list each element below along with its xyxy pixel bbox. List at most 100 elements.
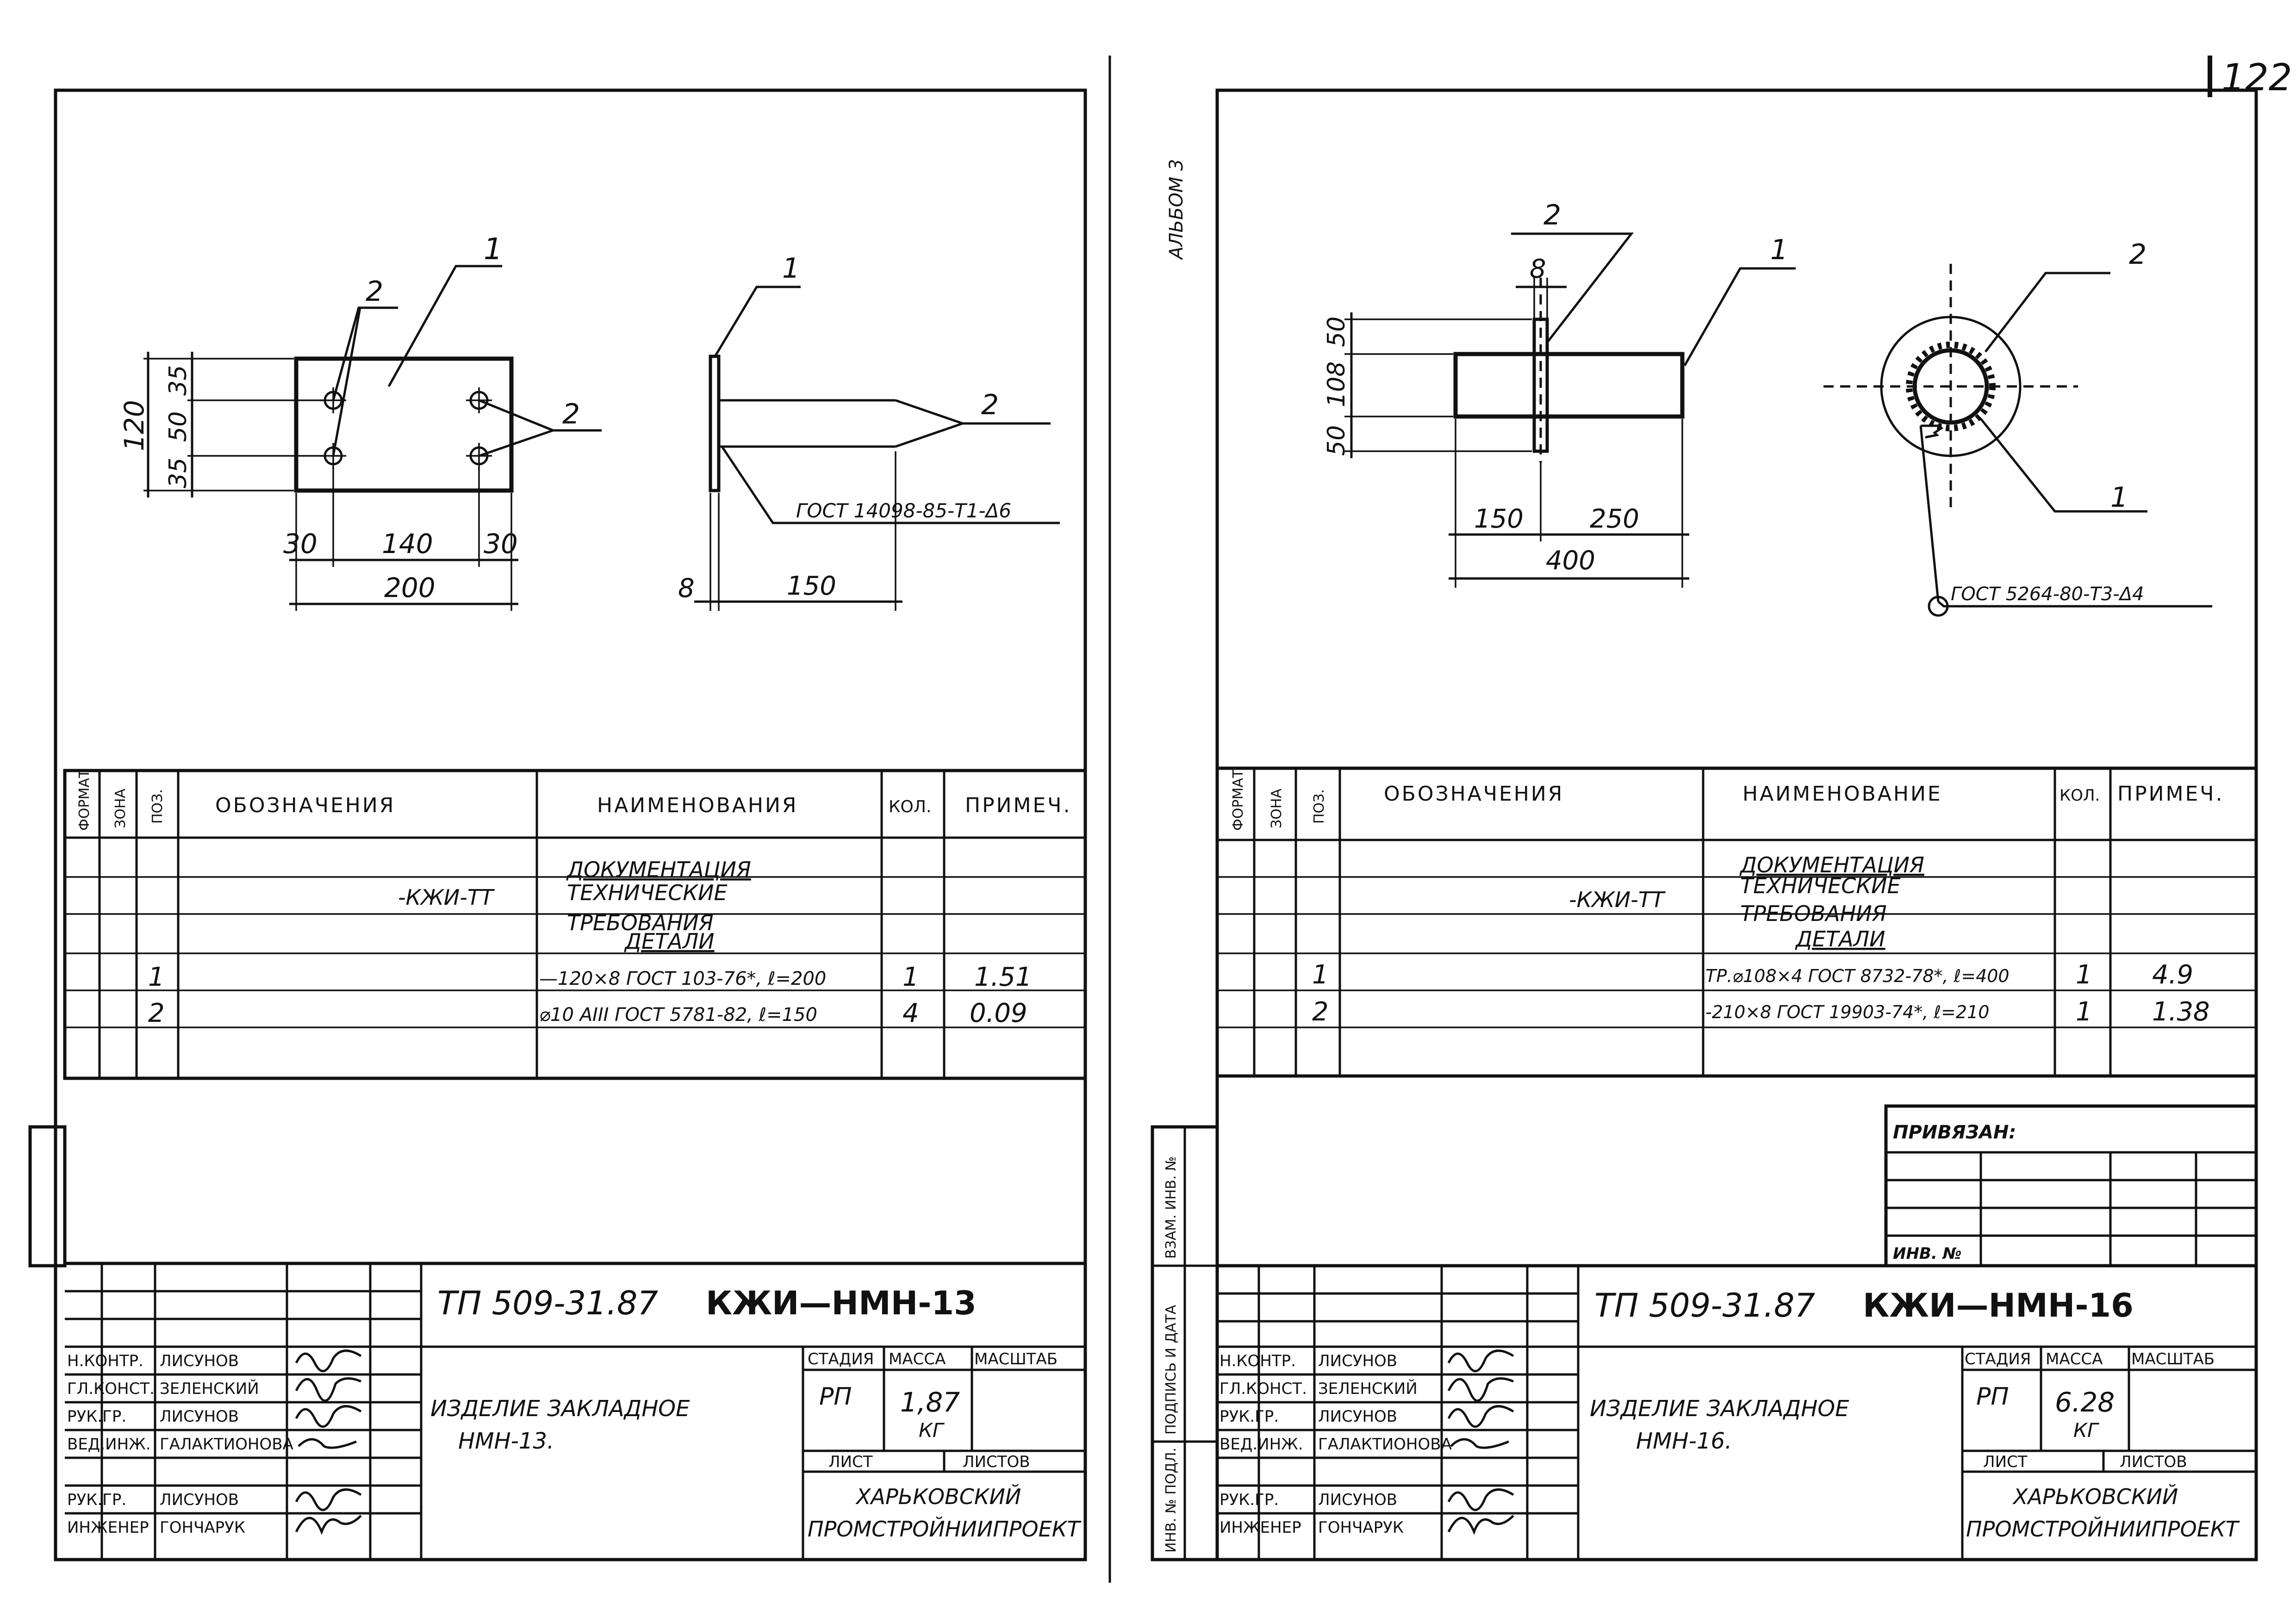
right-name-0: ЛИСУНОВ — [1318, 1352, 1397, 1370]
left-hdr-qty: КОЛ. — [889, 797, 931, 816]
left-sheet: 1 2 2 120 35 50 35 30 140 — [28, 88, 1087, 1561]
right-end-view: 2 1 ГОСТ 5264-80-Т3-Δ4 — [1823, 238, 2212, 617]
right-stage: РП — [1976, 1383, 2009, 1411]
left-dim-50: 50 — [164, 411, 192, 442]
left-hdr-name: НАИМЕНОВАНИЯ — [597, 794, 798, 817]
spec-row: 1 —120×8 ГОСТ 103-76*, ℓ=200 1 1.51 — [148, 962, 1032, 992]
left-role-5: ИНЖЕНЕР — [67, 1518, 149, 1537]
spec-row: 1 ТР.⌀108×4 ГОСТ 8732-78*, ℓ=400 1 4.9 — [1312, 960, 2193, 990]
binding-inv-label: ИНВ. № — [1893, 1244, 1961, 1263]
right-role-3: ВЕД.ИНЖ. — [1220, 1435, 1303, 1454]
left-name-0: ЛИСУНОВ — [160, 1352, 239, 1370]
left-row2-qty: 4 — [902, 998, 919, 1028]
end-leader-2 — [1985, 272, 2110, 353]
left-row2-name: ⌀10 AIII ГОСТ 5781-82, ℓ=150 — [539, 1004, 817, 1026]
left-mass-label: МАССА — [889, 1350, 946, 1368]
right-doc-number: ТП 509-31.87 — [1594, 1287, 1815, 1325]
left-plate-edge — [709, 354, 721, 492]
left-row1-pos: 1 — [148, 962, 165, 992]
right-row1-qty: 1 — [2076, 960, 2092, 990]
left-dim-30-right: 30 — [484, 528, 518, 560]
signature-roles: Н.КОНТР. ЛИСУНОВ ГЛ.КОНСТ. ЗЕЛЕНСКИЙ РУК… — [1220, 1352, 1452, 1537]
signature-mark — [295, 1515, 362, 1535]
left-role-0: Н.КОНТР. — [67, 1352, 143, 1370]
weld-all-around-mark — [1928, 596, 1949, 617]
right-dim-50-top: 50 — [1323, 317, 1350, 347]
side-stamp-inv-orig: ИНВ. № ПОДЛ. — [1163, 1448, 1179, 1553]
left-role-2: РУК.ГР. — [67, 1407, 126, 1426]
left-dim-8: 8 — [678, 573, 695, 603]
right-leader-end-1: 1 — [2110, 481, 2128, 514]
right-pipe — [1453, 352, 1685, 419]
right-dim-250: 250 — [1590, 504, 1639, 534]
left-product-name-1: ИЗДЕЛИЕ ЗАКЛАДНОЕ — [430, 1396, 690, 1422]
signature-roles: Н.КОНТР. ЛИСУНОВ ГЛ.КОНСТ. ЗЕЛЕНСКИЙ РУК… — [67, 1352, 293, 1537]
right-mass-label: МАССА — [2046, 1350, 2103, 1368]
side-stamp: ВЗАМ. ИНВ. № ПОДПИСЬ И ДАТА ИНВ. № ПОДЛ. — [1151, 1125, 1219, 1561]
left-tech-line2: ТРЕБОВАНИЯ — [567, 910, 714, 935]
end-leader-1 — [1980, 418, 2147, 513]
signature-mark — [295, 1377, 361, 1402]
left-dim-30-left: 30 — [283, 528, 317, 560]
weld-leader-vertical — [1919, 425, 1940, 602]
left-dim-35-top: 35 — [164, 365, 192, 396]
leader-line-2 — [1511, 232, 1634, 343]
left-role-1: ГЛ.КОНСТ. — [67, 1380, 155, 1398]
right-spec-table: ФОРМАТ ЗОНА ПОЗ. ОБОЗНАЧЕНИЯ НАИМЕНОВАНИ… — [1215, 766, 2258, 1078]
binding-label: ПРИВЯЗАН: — [1893, 1122, 2016, 1143]
left-row1-qty: 1 — [902, 962, 919, 992]
right-name-1: ЗЕЛЕНСКИЙ — [1318, 1379, 1418, 1398]
left-frame — [54, 88, 1087, 1561]
left-hdr-note: ПРИМЕЧ. — [965, 794, 1071, 817]
left-name-1: ЗЕЛЕНСКИЙ — [160, 1379, 259, 1398]
right-product-name-1: ИЗДЕЛИЕ ЗАКЛАДНОЕ — [1590, 1396, 1849, 1422]
right-leader-end-2: 2 — [2129, 238, 2147, 271]
leader-line-2a — [332, 306, 398, 401]
right-pipe-view: 8 2 1 50 108 50 150 250 400 — [1323, 199, 1796, 588]
right-role-5: ИНЖЕНЕР — [1220, 1518, 1301, 1537]
right-stage-label: СТАДИЯ — [1965, 1350, 2031, 1368]
left-anchor-holes — [320, 387, 492, 469]
left-leader-2b: 2 — [562, 398, 580, 430]
right-dim-150: 150 — [1474, 504, 1524, 534]
leader-line-1 — [1683, 267, 1796, 367]
signatures — [295, 1349, 362, 1535]
left-name-5: ГОНЧАРУК — [160, 1518, 245, 1537]
left-role-3: ВЕД.ИНЖ. — [67, 1435, 151, 1454]
right-dim-50-bottom: 50 — [1323, 425, 1350, 456]
left-role-4: РУК.ГР. — [67, 1491, 126, 1509]
signature-mark — [1447, 1515, 1514, 1535]
right-hdr-zone: ЗОНА — [1269, 789, 1285, 828]
spec-row: 2 -210×8 ГОСТ 19903-74*, ℓ=210 1 1.38 — [1312, 997, 2210, 1027]
signature-mark — [1447, 1349, 1514, 1373]
right-row1-note: 4.9 — [2152, 960, 2193, 990]
anchor-leader — [895, 399, 1051, 425]
end-view-pipe — [1912, 348, 1989, 425]
binding-block: ПРИВЯЗАН: ИНВ. № — [1884, 1104, 2258, 1268]
left-hdr-pos: ПОЗ. — [149, 789, 166, 824]
spec-row: 2 ⌀10 AIII ГОСТ 5781-82, ℓ=150 4 0.09 — [148, 998, 1027, 1028]
left-weld-note: ГОСТ 14098-85-Т1-Δ6 — [796, 499, 1011, 522]
left-dim-150: 150 — [787, 571, 836, 601]
signature-mark — [298, 1438, 357, 1449]
left-name-2: ЛИСУНОВ — [160, 1407, 239, 1426]
side-stamp-swap-inv: ВЗАМ. ИНВ. № — [1163, 1157, 1179, 1259]
left-leader-2a: 2 — [366, 275, 383, 308]
right-sheet-label: ЛИСТ — [1983, 1453, 2028, 1471]
left-doc-code: -КЖИ-ТТ — [398, 885, 495, 910]
leader-line-2b-b — [479, 429, 554, 457]
left-dim-35-bottom: 35 — [164, 458, 192, 488]
leader-line-1 — [387, 265, 502, 387]
right-doc-mark: КЖИ—НМН-16 — [1863, 1287, 2134, 1325]
right-sheet: 8 2 1 50 108 50 150 250 400 — [1151, 88, 2258, 1561]
right-dim-8: 8 — [1530, 254, 1546, 284]
signature-mark — [1447, 1377, 1514, 1402]
left-dim-200: 200 — [384, 572, 436, 603]
right-role-4: РУК.ГР. — [1220, 1491, 1279, 1509]
signature-mark — [295, 1488, 362, 1511]
left-details-section: ДЕТАЛИ — [624, 929, 715, 954]
right-dim-108: 108 — [1323, 361, 1350, 407]
plate-leader — [714, 286, 801, 357]
right-frame — [1215, 88, 2258, 1561]
